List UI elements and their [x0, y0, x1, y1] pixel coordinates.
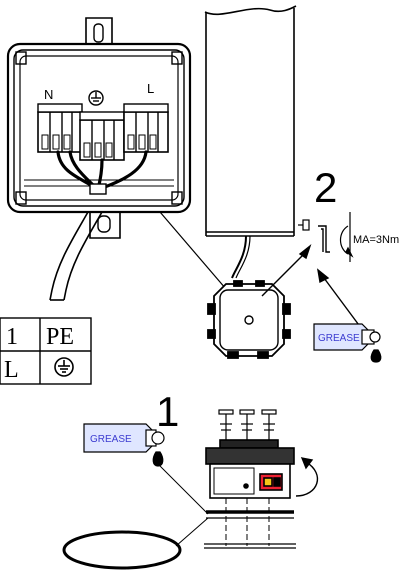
screwdriver-icon — [298, 219, 310, 231]
pole — [204, 5, 297, 279]
oring-leader-bottom — [175, 517, 209, 547]
torque-arrow-icon — [339, 212, 354, 262]
terminal-l-label: L — [147, 81, 154, 96]
torque-spec-label: MA=3Nm — [353, 234, 399, 246]
assembly-box — [205, 439, 295, 499]
detail-leader-line — [159, 211, 233, 297]
alignment-lines — [225, 498, 270, 546]
grease-tube-right-label: GREASE — [318, 333, 360, 344]
step-two-label: 2 — [314, 164, 337, 211]
legend-table — [0, 317, 92, 385]
grease-tube-left — [83, 423, 165, 467]
o-ring — [62, 530, 182, 570]
grease-tube-right — [313, 323, 382, 363]
terminal-block-neutral — [37, 103, 83, 153]
assembly-screws — [218, 409, 277, 440]
step-one-label: 1 — [156, 388, 179, 435]
supply-cable — [49, 211, 103, 301]
small-junction-box — [207, 280, 291, 359]
junction-box — [6, 17, 192, 239]
terminal-block-line — [123, 103, 169, 153]
assembly-gasket — [204, 510, 296, 549]
ground-symbol-icon — [88, 90, 104, 106]
legend-row2-col1: L — [4, 357, 19, 383]
rotate-arrow-icon — [295, 457, 319, 497]
legend-row1-col1: 1 — [6, 324, 18, 350]
hex-key-icon — [318, 225, 330, 253]
terminal-n-label: N — [44, 87, 53, 102]
ground-circle-icon — [54, 357, 74, 377]
legend-row1-col2: PE — [46, 324, 74, 350]
oring-leader-top — [153, 459, 209, 515]
terminal-block-ground — [79, 111, 125, 161]
grease-tube-left-label: GREASE — [90, 434, 132, 445]
